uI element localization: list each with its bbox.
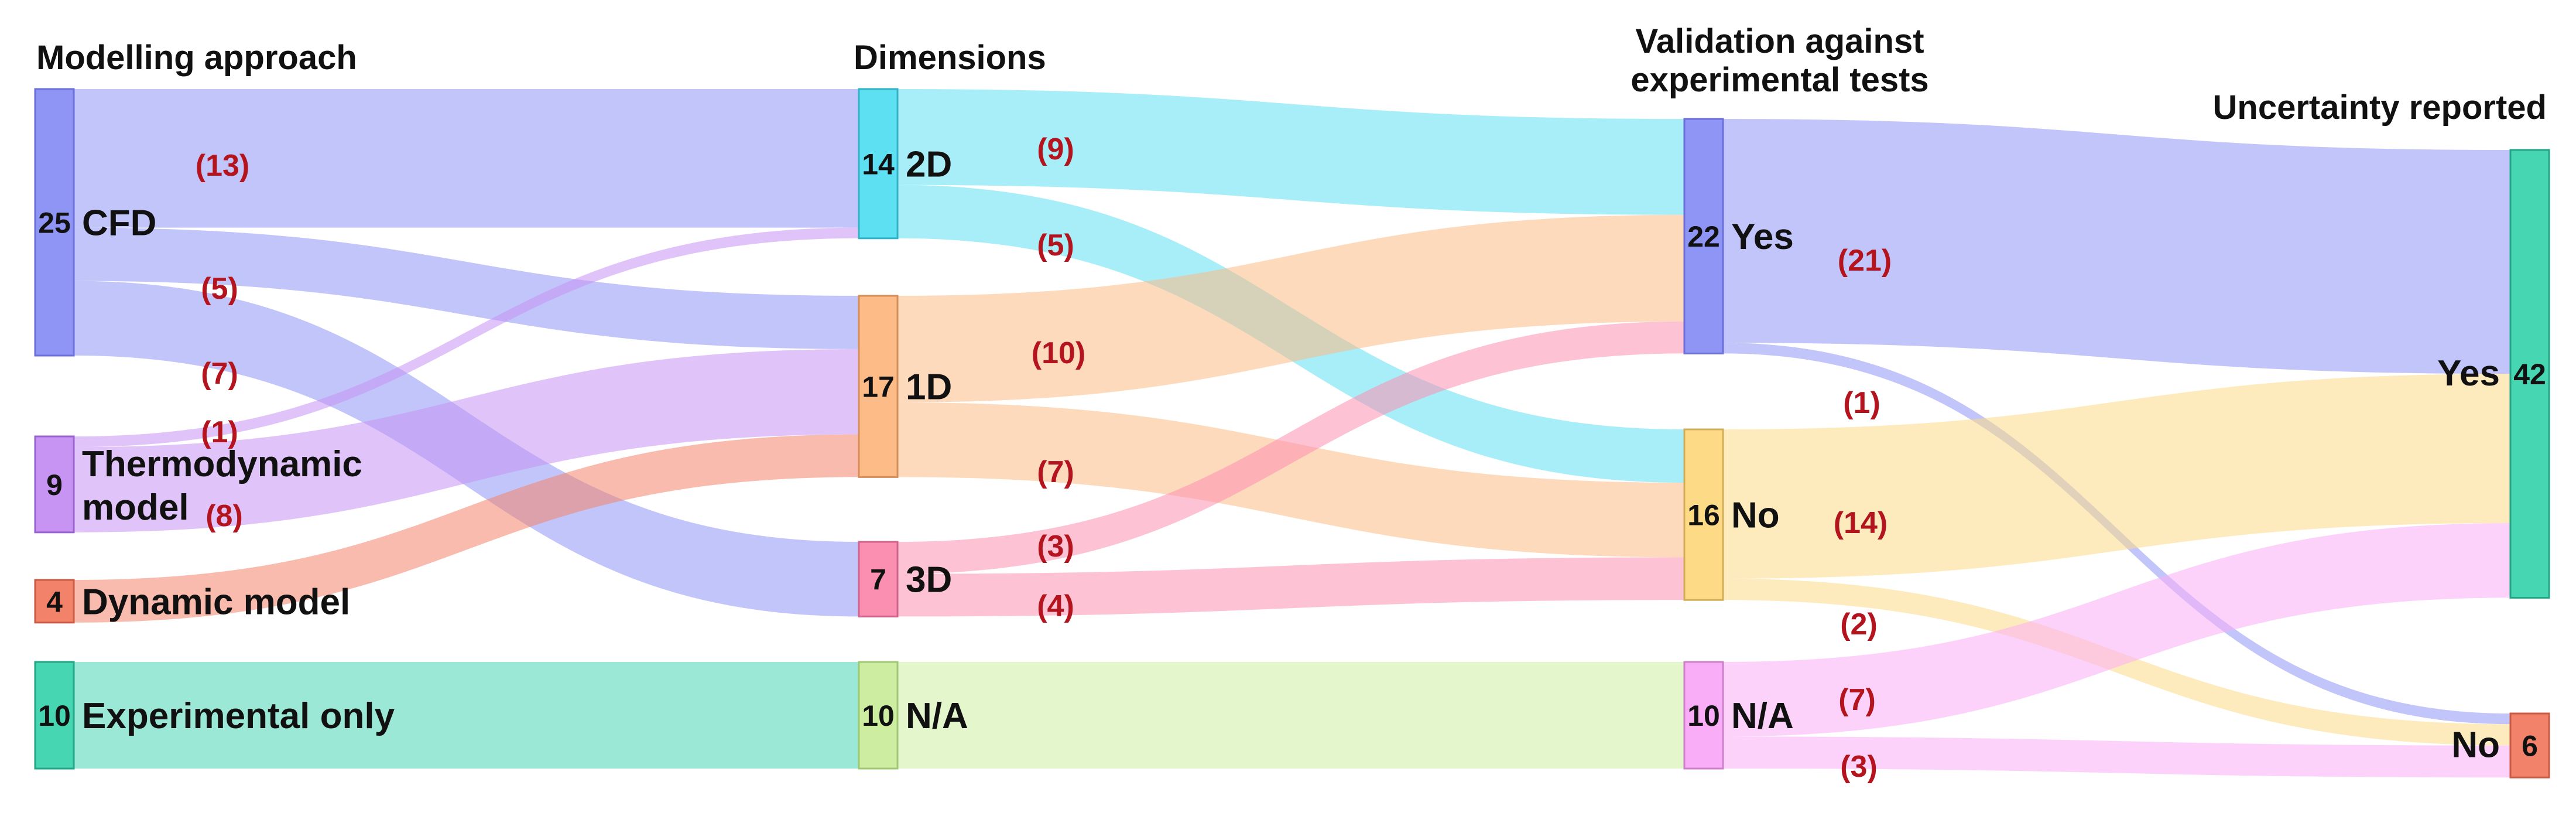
flow-value-thermo-d1: (8) xyxy=(205,499,243,533)
flow-value-thermo-d2: (1) xyxy=(201,415,238,449)
flow-link-vna-uno xyxy=(1723,736,2510,778)
column-headers: Modelling approach Dimensions Validation a… xyxy=(36,22,2547,127)
node-label-vyes: Yes xyxy=(1731,217,1794,257)
column-header-c2: experimental tests xyxy=(1630,61,1928,99)
node-label-vno: No xyxy=(1731,496,1780,536)
flow-link-d3-vyes xyxy=(898,321,1684,574)
node-label-d1: 1D xyxy=(906,367,952,408)
node-count-thermo: 9 xyxy=(46,469,63,501)
node-count-vyes: 22 xyxy=(1687,220,1720,253)
node-count-cfd: 25 xyxy=(38,207,71,240)
node-label-thermo: Thermodynamic xyxy=(82,444,362,484)
node-count-d1: 17 xyxy=(862,371,895,404)
column-header-c3: Uncertainty reported xyxy=(2213,88,2547,127)
flow-link-cfd-d2 xyxy=(74,89,859,228)
node-d2 xyxy=(858,88,899,240)
node-d1 xyxy=(858,295,899,478)
flow-link-d2-vyes xyxy=(898,89,1684,215)
flow-link-dynamic-d1 xyxy=(74,434,859,623)
node-thermo xyxy=(34,435,75,534)
flow-value-vyes-uyes: (21) xyxy=(1838,244,1892,278)
node-exp xyxy=(34,661,75,770)
node-label-cfd: CFD xyxy=(82,203,156,244)
node-count-d2: 14 xyxy=(862,148,895,180)
flow-link-cfd-d1 xyxy=(74,227,859,349)
node-vyes xyxy=(1683,118,1724,354)
flow-link-d1-vyes xyxy=(898,214,1684,402)
column-header-c0: Modelling approach xyxy=(36,39,357,77)
flow-link-d3-vno xyxy=(898,557,1684,617)
node-label-vna: N/A xyxy=(1731,696,1794,736)
node-label-d3: 3D xyxy=(906,560,952,600)
column-header-c2: Validation against xyxy=(1635,22,1924,60)
node-cfd xyxy=(34,88,75,357)
flow-value-d2-vno: (5) xyxy=(1037,228,1074,262)
node-d3 xyxy=(858,541,899,617)
node-label-dynamic: Dynamic model xyxy=(82,582,350,622)
flow-value-cfd-d3: (7) xyxy=(201,357,238,391)
flow-value-d3-vno: (4) xyxy=(1037,589,1074,623)
flow-value-vyes-uno: (1) xyxy=(1843,386,1880,420)
flow-link-thermo-d2 xyxy=(74,227,859,448)
flow-value-d1-vno: (7) xyxy=(1037,455,1074,489)
flow-link-vno-uyes xyxy=(1723,374,2510,579)
node-label-d2: 2D xyxy=(906,144,952,185)
node-label-exp: Experimental only xyxy=(82,696,395,736)
flow-link-thermo-d1 xyxy=(74,349,859,532)
flow-links xyxy=(74,89,2510,778)
flow-value-vna-uno: (3) xyxy=(1840,750,1878,784)
node-count-exp: 10 xyxy=(38,699,71,732)
flow-link-d1-vno xyxy=(898,402,1684,558)
node-count-vna: 10 xyxy=(1687,699,1720,732)
node-uyes xyxy=(2509,149,2550,599)
node-count-uyes: 42 xyxy=(2513,358,2546,391)
node-label-uyes: Yes xyxy=(2437,353,2500,394)
node-label-thermo: model xyxy=(82,487,189,528)
node-label-uno: No xyxy=(2451,725,2500,766)
node-dna xyxy=(858,661,899,770)
flow-value-d1-vyes: (10) xyxy=(1032,336,1085,370)
node-dynamic xyxy=(34,579,75,624)
flow-value-cfd-d2: (13) xyxy=(196,149,249,183)
column-header-c1: Dimensions xyxy=(854,39,1046,77)
flow-link-vna-uyes xyxy=(1723,523,2510,737)
flow-value-d3-vyes: (3) xyxy=(1037,530,1074,564)
flow-value-d2-vyes: (9) xyxy=(1037,132,1074,166)
node-count-vno: 16 xyxy=(1687,499,1720,532)
flow-link-exp-dna xyxy=(74,662,859,769)
flow-labels: (13) (5) (7) (1) (8) (9) (5) (10) (7) (3) (4) (21) (… xyxy=(196,132,1892,784)
node-count-uno: 6 xyxy=(2522,730,2538,763)
node-vna xyxy=(1683,661,1724,770)
flow-value-vno-uyes: (14) xyxy=(1834,506,1888,540)
node-vno xyxy=(1683,428,1724,601)
node-count-dna: 10 xyxy=(862,699,895,732)
flow-value-cfd-d1: (5) xyxy=(201,272,238,306)
node-count-dynamic: 4 xyxy=(46,585,63,618)
flow-value-vno-uno: (2) xyxy=(1840,607,1878,641)
flow-link-vyes-uyes xyxy=(1723,119,2510,374)
node-label-dna: N/A xyxy=(906,696,968,736)
flow-link-dna-vna xyxy=(898,662,1684,769)
node-count-d3: 7 xyxy=(870,564,886,596)
node-uno xyxy=(2509,712,2550,779)
flow-value-vna-uyes: (7) xyxy=(1838,683,1876,717)
